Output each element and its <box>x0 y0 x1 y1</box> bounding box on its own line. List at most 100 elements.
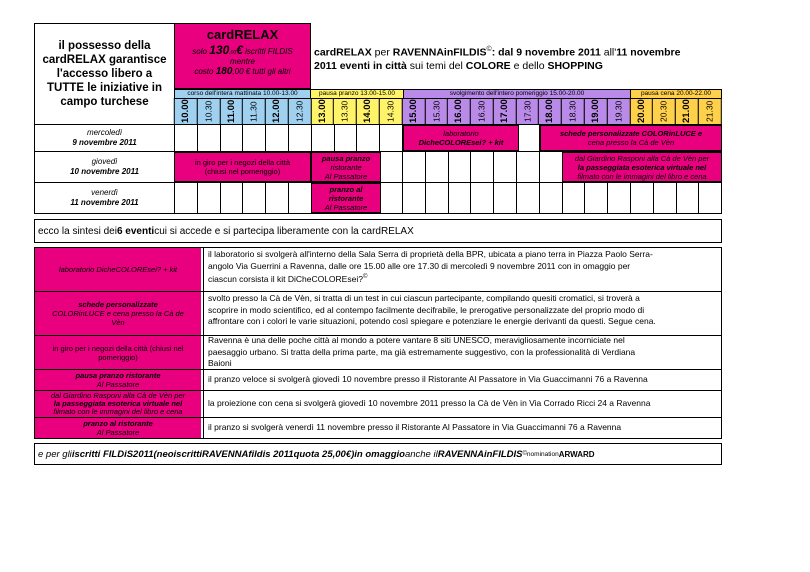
event-row-label: pausa pranzo ristorante Al Passatore <box>35 370 201 390</box>
time-slot: 14.00 <box>356 98 381 125</box>
footer-text: quota 25,00€) <box>293 448 355 460</box>
event-text: cena presso la Cà de Vèn <box>587 138 675 147</box>
summary-text: ecco la sintesi dei <box>38 225 117 237</box>
card-price-mid: ,00 <box>229 50 237 56</box>
event-text: Al Passatore <box>324 202 368 212</box>
grid-line <box>516 124 517 214</box>
intro-line: il possesso della <box>58 40 151 52</box>
desc-line: angolo Via Guerrini a Ravenna, dalle ore… <box>208 260 631 271</box>
time-slot: 15.30 <box>424 98 449 125</box>
desc-line: il laboratorio si svolgerà all'interno d… <box>208 249 653 259</box>
day-label-1: mercoledì 9 novembre 2011 <box>34 124 175 152</box>
grid-line <box>447 124 449 214</box>
footer-text: RAVENNAinFILDIS <box>437 448 523 460</box>
time-slot: 17.00 <box>492 98 517 125</box>
card-price-prefix: solo <box>192 47 207 56</box>
title-shopping: SHOPPING <box>547 59 603 72</box>
event-label-text: in giro per i negozi della città (chiusi… <box>52 343 184 353</box>
event-text: Al Passatore <box>324 171 368 181</box>
footer-text: in omaggio <box>354 448 405 460</box>
time-slot: 19.30 <box>606 98 631 125</box>
event-row-desc: il laboratorio si svolgerà all'interno d… <box>204 247 722 292</box>
title-to: 11 novembre <box>616 46 681 59</box>
time-slot: 12.30 <box>287 98 312 125</box>
event-text: la passeggiata esoterica virtuale nel <box>577 162 707 172</box>
title-colore: COLORE <box>465 59 511 72</box>
time-slot: 18.00 <box>538 98 563 125</box>
event-label-text: pausa pranzo ristorante <box>75 371 161 380</box>
event-pranzo: pranzo al ristorante Al Passatore <box>311 183 381 213</box>
event-label-text: Al Passatore <box>96 428 140 437</box>
intro-line: l'accesso libero a <box>56 68 153 80</box>
event-label-text: filmato con le immagini del libro e cena <box>53 407 183 416</box>
card-price-suffix: iscritti FILDIS <box>245 47 293 56</box>
time-slot: 13.00 <box>310 98 335 125</box>
day-label-3: venerdì 11 novembre 2011 <box>34 182 175 214</box>
time-slot: 19.00 <box>584 98 608 125</box>
event-label-text: COLORinLUCE e cena presso la Cà de <box>52 309 184 318</box>
day-date: 11 novembre 2011 <box>70 198 139 207</box>
page-title: cardRELAX per RAVENNAinFILDIS©: dal 9 no… <box>314 43 794 73</box>
event-row-label: laboratorio DicheCOLOREsei? + kit <box>35 248 201 291</box>
title-rest: : dal <box>491 46 517 59</box>
event-text: filmato con le immagini del libro e cena <box>577 171 707 181</box>
time-slot: 11.30 <box>242 98 267 125</box>
event-label-text: Vèn <box>111 318 125 327</box>
footer-text: anche il <box>404 448 438 460</box>
desc-line: ciascun corsista il kit DiCheCOLOREsei? <box>208 273 363 284</box>
card-cost: 180 <box>215 66 233 77</box>
table-divider <box>203 247 204 439</box>
event-row-label: dal Giardino Rasponi alla Cà de Vèn per … <box>35 391 201 417</box>
event-row-desc: la proiezione con cena si svolgerà giove… <box>204 390 722 418</box>
footer-text: iscritti FILDiS2011 <box>71 448 154 460</box>
card-box: cardRELAX solo 130,00€ iscritti FILDIS m… <box>174 23 311 89</box>
desc-line: il pranzo veloce si svolgerà giovedì 10 … <box>208 374 648 385</box>
event-text: ristorante <box>330 162 362 172</box>
footer-copyright: © <box>522 451 527 457</box>
event-row-label: pranzo al ristorante Al Passatore <box>35 418 201 438</box>
day-weekday: mercoledì <box>86 128 123 137</box>
title-e-dello: e dello <box>510 59 548 72</box>
desc-line: scoprire in modo scientifico, ed al cont… <box>208 304 645 315</box>
event-text: schede personalizzate COLORinLUCE e <box>559 129 703 138</box>
desc-line: svolto presso la Cà de Vèn, si tratta di… <box>208 293 640 303</box>
card-price-line: solo 130,00€ iscritti FILDIS <box>175 43 310 57</box>
event-row-label: in giro per i negozi della città (chiusi… <box>35 336 201 369</box>
event-schede: schede personalizzate COLORinLUCE e cena… <box>540 125 722 151</box>
event-label-text: schede personalizzate <box>78 300 158 309</box>
desc-line: Baioni <box>208 358 232 368</box>
time-slot: 16.30 <box>470 98 494 125</box>
title-per: per <box>371 46 393 59</box>
card-mentre: mentre <box>230 57 255 66</box>
footer-text: RAVENNAfildis 2011 <box>202 448 294 460</box>
grid-line <box>402 124 403 214</box>
event-pausa-pranzo: pausa pranzo ristorante Al Passatore <box>311 152 381 182</box>
grid-line <box>470 124 472 214</box>
time-slot: 13.30 <box>333 98 358 125</box>
summary-text: cui si accede e si partecipa liberamente… <box>154 225 414 237</box>
grid-line <box>493 124 495 214</box>
event-row-label: schede personalizzate COLORinLUCE e cena… <box>35 292 201 335</box>
time-slot: 21.30 <box>697 98 722 125</box>
event-label-text: pomeriggio) <box>98 352 138 362</box>
event-label-text: dal Giardino Rasponi alla Cà de Vèn per <box>50 391 186 400</box>
intro-line: campo turchese <box>60 96 149 108</box>
intro-box: il possesso della cardRELAX garantisce l… <box>34 23 175 125</box>
time-slot: 15.00 <box>401 98 426 125</box>
time-slot: 20.00 <box>629 98 654 125</box>
event-row-desc: svolto presso la Cà de Vèn, si tratta di… <box>204 291 722 336</box>
day-label-2: giovedì 10 novembre 2011 <box>34 151 175 183</box>
time-slot: 10.30 <box>196 98 221 125</box>
desc-line: paesaggio urbano. Si tratta della prima … <box>208 346 636 357</box>
desc-line: la proiezione con cena si svolgerà giove… <box>208 398 651 409</box>
event-text: laboratorio <box>443 129 479 138</box>
grid-line <box>538 124 540 214</box>
summary-count: 6 eventi <box>116 225 155 237</box>
intro-line: cardRELAX garantisce <box>42 54 167 66</box>
footer-text: ARWARD <box>558 449 595 459</box>
card-price: 130 <box>209 43 230 57</box>
footer-text: e per gli <box>38 448 72 460</box>
copyright-mark: © <box>362 274 368 280</box>
event-laboratorio: laboratorio DicheCOLOREsei? + kit <box>403 125 519 151</box>
event-text: dal Giardino Rasponi alla Cà de Vèn per <box>574 153 710 163</box>
